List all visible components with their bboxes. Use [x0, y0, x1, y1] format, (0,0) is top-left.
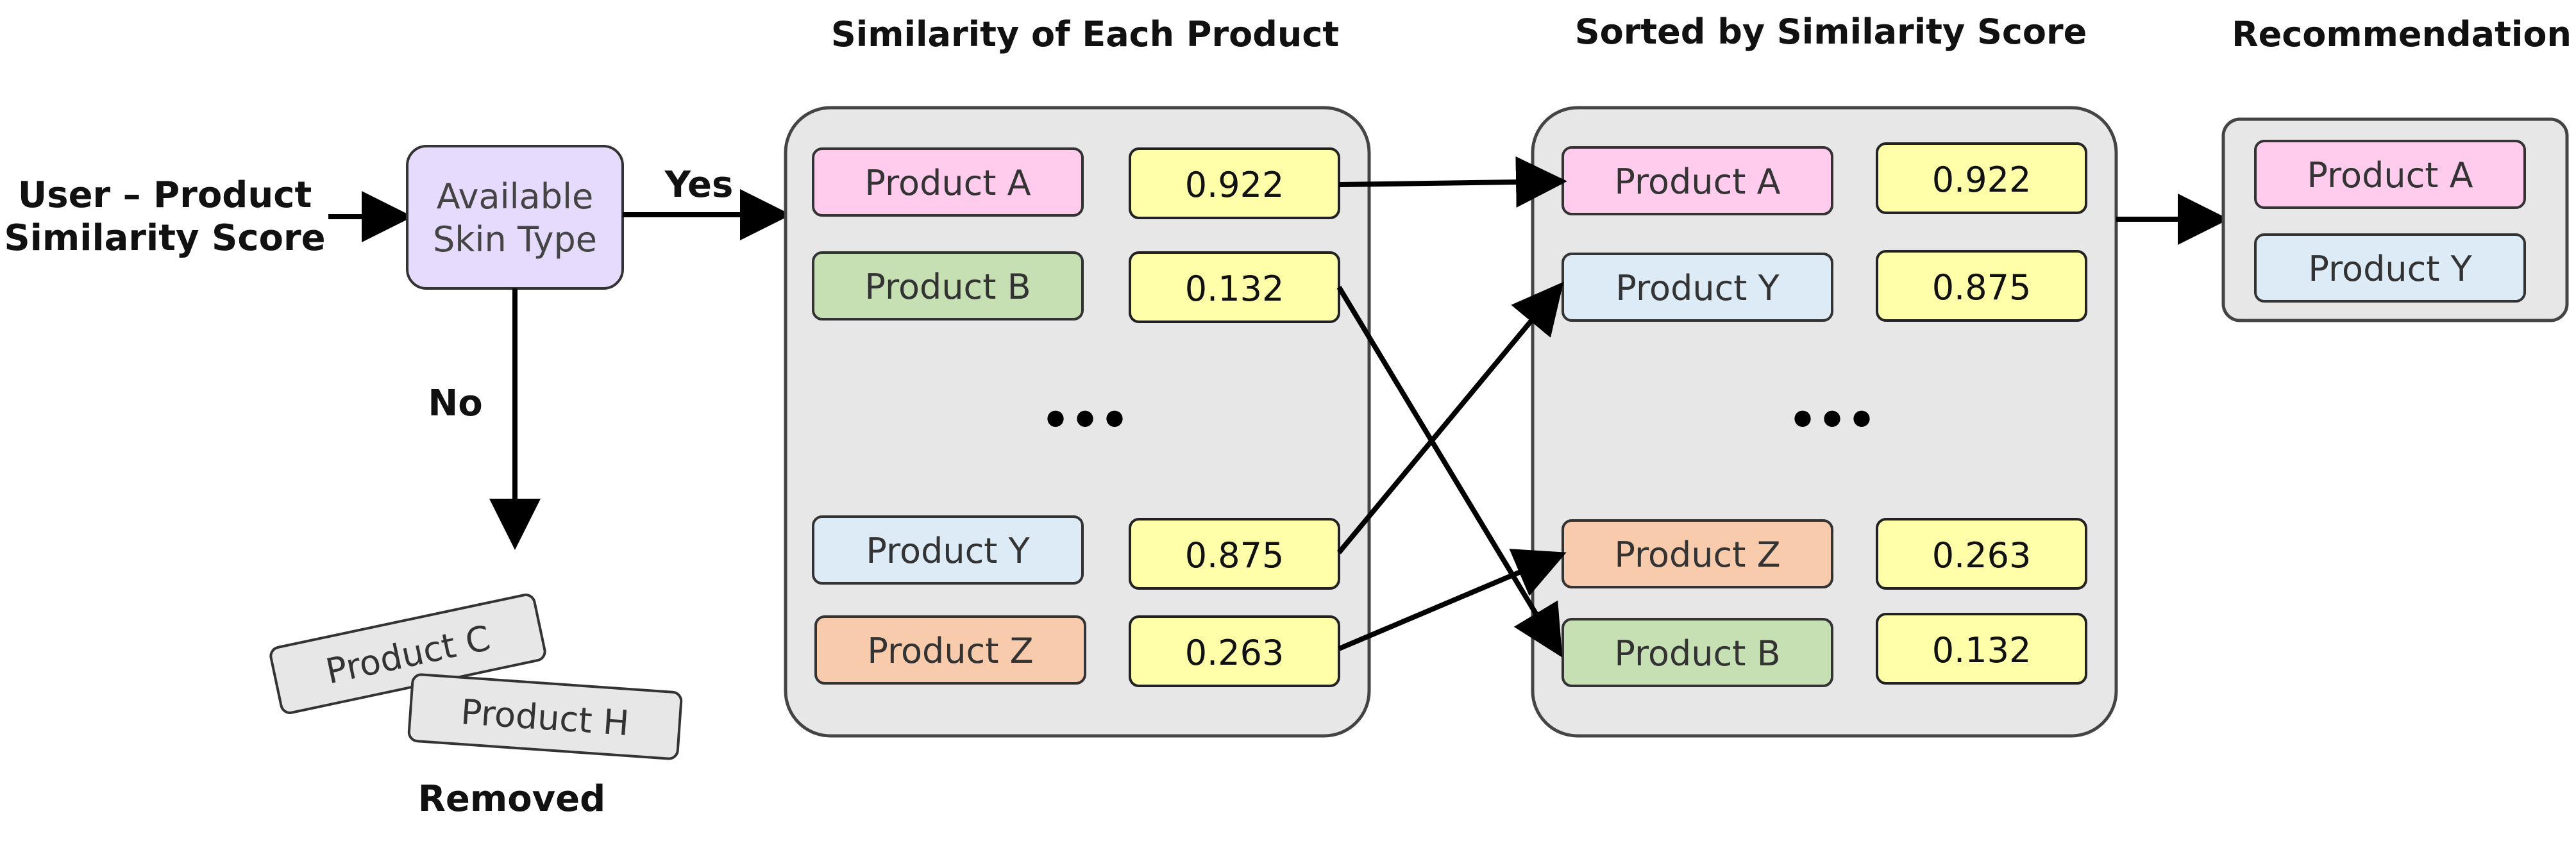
product-label: Product A: [2307, 155, 2473, 196]
yes-label: Yes: [664, 164, 734, 206]
no-label: No: [428, 383, 482, 424]
product-label: Product A: [1614, 162, 1780, 202]
product-label: Product B: [1614, 633, 1780, 674]
score-label: 0.875: [1185, 535, 1284, 576]
product-label: Product B: [864, 267, 1031, 307]
recommendation-item: Product A: [2254, 140, 2526, 209]
score-label: 0.263: [1185, 633, 1284, 673]
decision-label-line2: Skin Type: [433, 219, 597, 260]
arrow-a-to-sorted: [1338, 156, 1567, 208]
removed-item-product-h: Product H: [407, 673, 683, 760]
sorted-row: Product A 0.922: [1562, 142, 2087, 215]
recommendation-title: Recommendation: [2232, 14, 2572, 54]
input-label-line2: Similarity Score: [4, 217, 325, 259]
product-cell-a: [812, 147, 1084, 217]
product-label: Product Y: [1615, 268, 1780, 308]
score-label: 0.922: [1932, 160, 2032, 200]
removed-label: Removed: [418, 778, 606, 820]
sorted-ellipsis: •••: [1788, 393, 1876, 447]
product-label: Product Z: [1614, 535, 1780, 575]
product-cell-b: [1562, 618, 1833, 687]
score-label: 0.922: [1185, 165, 1284, 205]
product-label: Product A: [864, 163, 1031, 203]
product-cell-b: [812, 251, 1084, 321]
recommendation-item: Product Y: [2254, 233, 2526, 303]
product-cell-a: [2254, 140, 2526, 209]
product-cell-z: [814, 615, 1086, 685]
score-cell: [1876, 250, 2087, 322]
score-label: 0.132: [1932, 630, 2032, 670]
similarity-row: Product Z 0.263: [814, 615, 1340, 687]
score-cell: [1876, 518, 2087, 590]
product-label: Product Y: [866, 531, 1030, 571]
sorted-title: Sorted by Similarity Score: [1575, 12, 2087, 52]
score-label: 0.875: [1932, 267, 2032, 308]
score-cell: [1129, 615, 1340, 687]
sorted-row: Product Z 0.263: [1562, 518, 2087, 590]
similarity-row: Product B 0.132: [812, 251, 1340, 323]
similarity-title: Similarity of Each Product: [831, 14, 1339, 54]
score-label: 0.263: [1932, 535, 2032, 576]
product-label: Product Z: [867, 631, 1033, 671]
decision-box: [406, 145, 624, 290]
similarity-row: Product A 0.922: [812, 147, 1340, 219]
arrow-y-to-sorted: [1336, 281, 1564, 554]
similarity-row: Product Y 0.875: [812, 515, 1340, 590]
sorted-row: Product Y 0.875: [1562, 250, 2087, 322]
product-cell-y: [2254, 233, 2526, 303]
arrow-b-to-sorted: [1336, 285, 1563, 658]
score-label: 0.132: [1185, 269, 1284, 309]
input-label-line1: User – Product: [18, 174, 312, 216]
product-cell-y: [812, 515, 1084, 585]
sorted-row: Product B 0.132: [1562, 613, 2087, 687]
similarity-ellipsis: •••: [1041, 393, 1129, 447]
score-cell: [1876, 613, 2087, 685]
decision-label-line1: Available: [437, 176, 593, 217]
score-cell: [1876, 142, 2087, 214]
score-cell: [1129, 518, 1340, 590]
product-label: Product Y: [2308, 249, 2472, 289]
arrow-z-to-sorted: [1338, 549, 1567, 651]
